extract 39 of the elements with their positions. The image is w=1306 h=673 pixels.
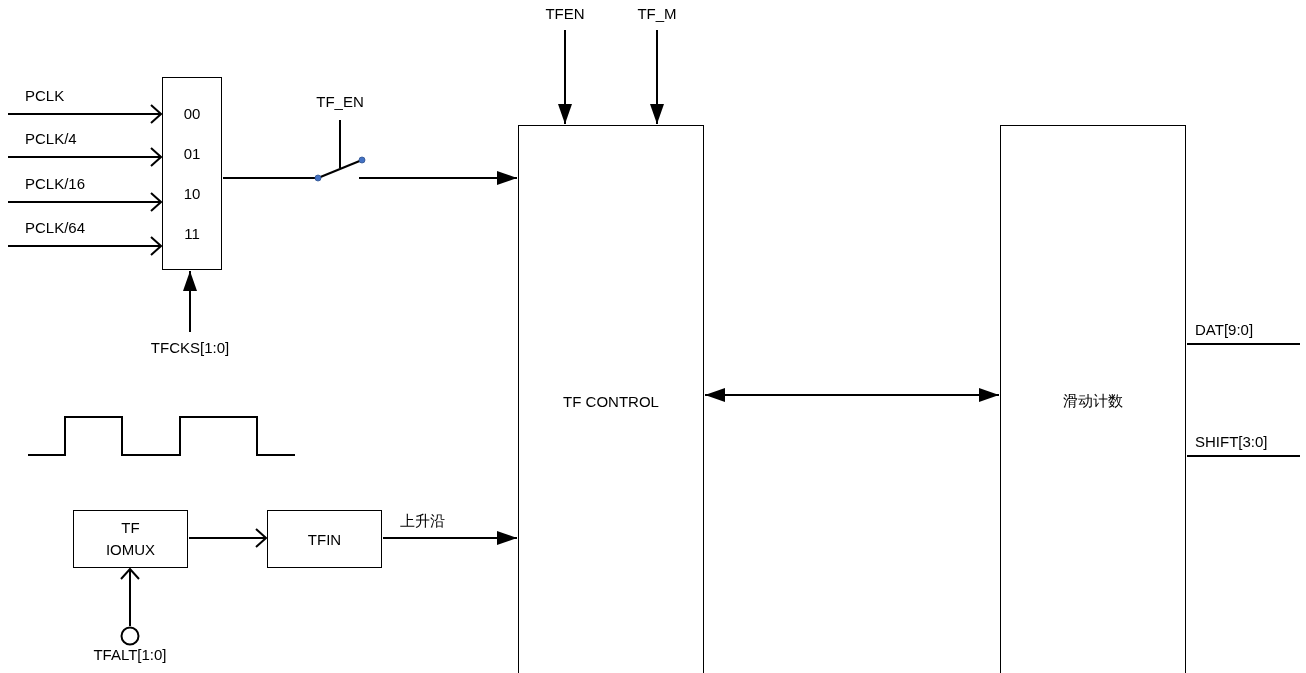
edge-label: PCLK (25, 88, 65, 105)
block-label: 滑动计数 (1063, 392, 1123, 411)
block-label: TFIN (307, 530, 342, 548)
block-label: TF CONTROL (563, 393, 659, 410)
input-box (267, 510, 382, 568)
edge-label: TF_M (637, 6, 677, 23)
port-label: 10 (183, 184, 201, 202)
arrow (358, 171, 518, 185)
signal-label: TF_EN (316, 94, 364, 111)
arrow (7, 147, 162, 167)
arrow (558, 29, 572, 125)
multiplexer-box (162, 77, 222, 270)
arrow (120, 568, 140, 627)
counter-block (1000, 125, 1186, 673)
edge-label: TFCKS[1:0] (150, 340, 230, 357)
arrow (7, 104, 162, 124)
port-label: 01 (183, 145, 201, 163)
control-block (518, 125, 704, 673)
edge-label: SHIFT[3:0] (1195, 434, 1268, 451)
arrow (382, 531, 518, 545)
arrow (183, 270, 197, 333)
arrow (704, 388, 1000, 402)
edge-label: DAT[9:0] (1195, 322, 1254, 339)
edge-label: PCLK/4 (25, 131, 77, 148)
signal-label: TFALT[1:0] (93, 647, 167, 664)
port-label: 11 (184, 224, 200, 242)
edge-label: PCLK/16 (25, 176, 86, 193)
arrow (7, 236, 162, 256)
arrow (7, 192, 162, 212)
edge-label: 上升沿 (400, 513, 445, 530)
edge-label: TFEN (545, 6, 585, 23)
block-label: TF IOMUX (105, 518, 156, 560)
arrow (650, 29, 664, 125)
iomux-box (73, 510, 188, 568)
arrow (188, 528, 267, 548)
signal-line (1186, 455, 1301, 457)
signal-line (1186, 343, 1301, 345)
edge-label: PCLK/64 (25, 220, 86, 237)
port-label: 00 (183, 105, 201, 123)
